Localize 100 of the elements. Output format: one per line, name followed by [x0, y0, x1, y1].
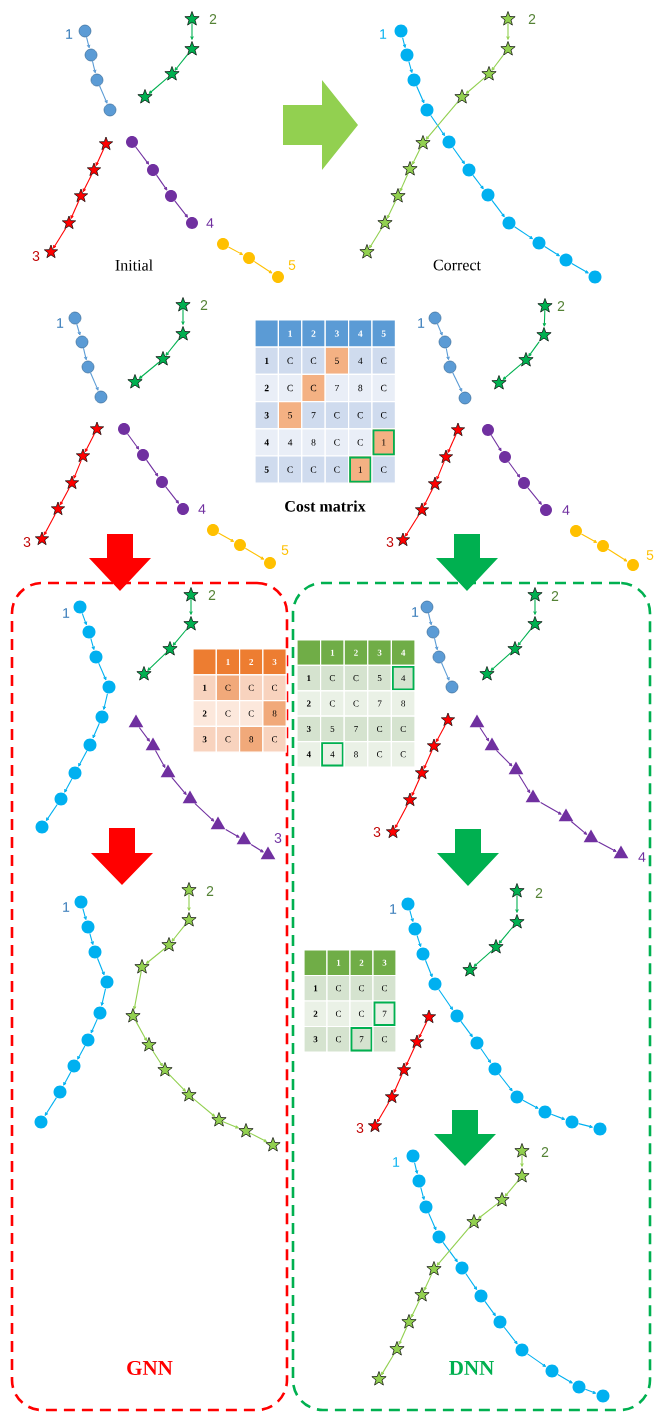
table-cell: C	[367, 715, 392, 743]
arrow	[90, 637, 95, 650]
arrow	[43, 513, 56, 536]
star-marker	[65, 475, 79, 490]
star-marker	[426, 1261, 442, 1276]
arrow	[410, 1299, 421, 1318]
arrow	[430, 115, 446, 137]
table-cell: 4	[277, 428, 303, 457]
arrow	[171, 925, 185, 942]
table-cell: 1	[348, 455, 373, 484]
arrow	[436, 1226, 470, 1266]
track-number: 1	[390, 904, 397, 914]
table-cell: C	[301, 373, 326, 403]
arrow	[557, 1373, 573, 1384]
arrow	[607, 548, 628, 562]
star-marker	[500, 41, 516, 56]
table-cell: 1	[254, 346, 279, 375]
arrow	[515, 894, 519, 913]
star-marker	[184, 41, 200, 56]
arrow	[73, 460, 82, 479]
arrow	[498, 926, 513, 944]
track-number: 3	[23, 537, 31, 547]
arrow	[433, 637, 439, 651]
track-number: 1	[57, 318, 64, 328]
arrow	[78, 750, 88, 767]
arrow	[172, 628, 187, 646]
arrow	[44, 1097, 57, 1116]
star-marker	[385, 1089, 399, 1103]
arrow	[445, 347, 450, 361]
star-marker	[265, 1137, 281, 1152]
arrow	[154, 749, 166, 768]
table-cell: C	[239, 674, 264, 702]
track-number: 1	[380, 29, 387, 39]
arrow	[77, 1045, 86, 1060]
arrow	[135, 146, 150, 165]
arrow	[522, 1099, 539, 1109]
arrow	[76, 323, 81, 336]
triangle-marker	[128, 714, 144, 728]
arrow	[135, 1021, 148, 1042]
star-marker	[454, 89, 470, 104]
table-cell: C	[326, 1025, 351, 1053]
block-arrow	[91, 828, 153, 885]
arrow	[411, 147, 421, 165]
table-cell: C	[262, 674, 287, 702]
table-cell: C	[371, 401, 396, 430]
arrow	[96, 957, 105, 976]
star-marker	[157, 1062, 173, 1077]
star-marker	[428, 476, 442, 491]
table-cell: C	[390, 715, 416, 743]
star-marker	[127, 374, 143, 389]
table-cell: C	[371, 455, 396, 484]
arrow	[168, 1073, 186, 1092]
arrow	[81, 612, 88, 626]
table-cell: 2	[301, 319, 326, 348]
arrow	[399, 173, 409, 192]
table-cell: 4	[390, 639, 416, 666]
arrow	[438, 989, 454, 1011]
star-marker	[415, 765, 429, 779]
table-cell: C	[277, 373, 303, 403]
table-cell: 4	[254, 428, 279, 457]
table-cell: 3	[262, 648, 287, 676]
arrow	[514, 226, 533, 240]
table-cell: 2	[296, 690, 322, 717]
block-arrow	[283, 80, 358, 170]
arrow	[386, 200, 397, 219]
arrow	[165, 339, 179, 356]
table-cell: C	[326, 1000, 351, 1028]
star-marker	[415, 135, 431, 150]
arrow	[138, 726, 150, 742]
track-number: 2	[208, 590, 216, 600]
triangle-marker	[558, 808, 574, 822]
arrow	[127, 433, 140, 450]
table-cell: 4	[390, 664, 416, 692]
arrow	[440, 662, 450, 681]
track-number: 4	[198, 504, 206, 514]
table-cell: 2	[343, 639, 369, 666]
arrow	[165, 486, 179, 504]
table-cell: C	[372, 974, 397, 1002]
star-marker	[462, 962, 478, 977]
star-marker	[137, 89, 153, 104]
star-marker	[481, 66, 497, 81]
arrow	[528, 341, 540, 357]
arrow	[45, 804, 58, 822]
table-cell: 3	[254, 401, 279, 430]
track-number: 1	[63, 608, 70, 618]
arrow	[86, 36, 91, 49]
star-marker	[415, 502, 429, 516]
star-marker	[441, 712, 455, 726]
star-marker	[389, 1341, 405, 1356]
track-number: 2	[551, 591, 559, 601]
star-marker	[479, 666, 495, 681]
arrow	[436, 461, 445, 480]
table-cell: 1	[326, 949, 351, 977]
track-number: 2	[535, 888, 543, 898]
table-cell: C	[215, 674, 241, 702]
arrow	[495, 749, 513, 767]
table-cell: 5	[320, 715, 345, 743]
star-marker	[509, 914, 525, 929]
arrow	[405, 515, 419, 537]
table-cell: 8	[262, 700, 287, 727]
